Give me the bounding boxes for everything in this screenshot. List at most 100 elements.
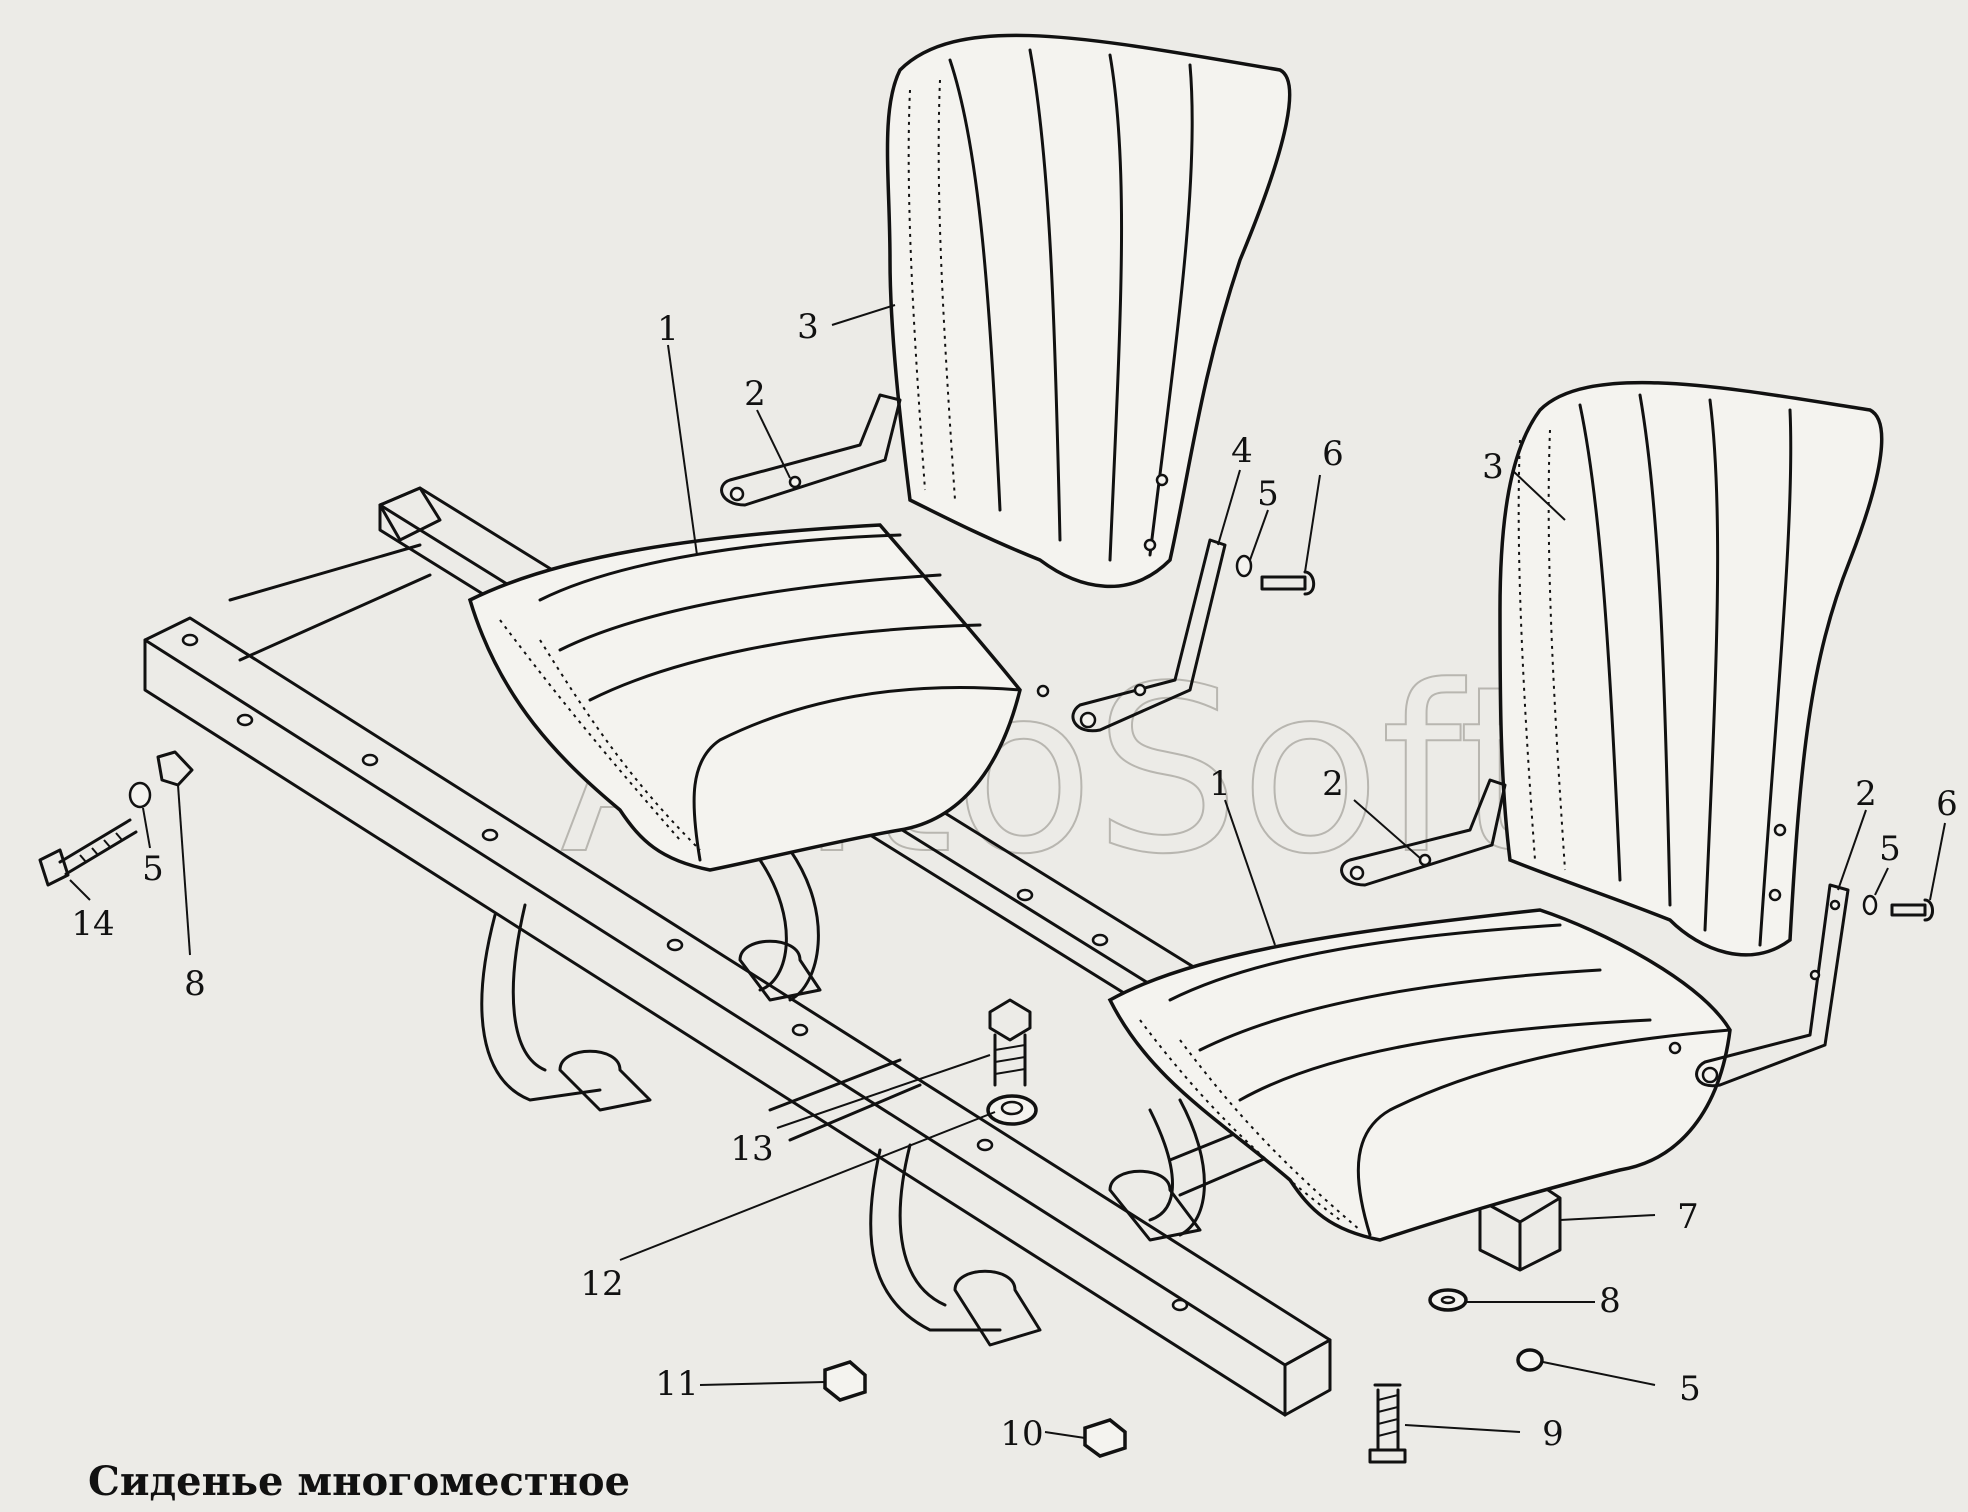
rail-hole: [791, 1023, 809, 1037]
leader-2a: [756, 409, 791, 479]
mount-hole: [1668, 1041, 1682, 1055]
callout-5: 5: [1257, 474, 1279, 514]
callout-8: 8: [184, 964, 206, 1004]
rail-holes: [181, 633, 1189, 1312]
mount-hole: [1155, 473, 1169, 487]
leader-6b: [1929, 822, 1946, 901]
washer-8a: [156, 750, 194, 787]
washer-5b: [1862, 894, 1878, 916]
callout-11: 11: [655, 1364, 698, 1404]
rail-hole: [666, 938, 684, 952]
cushion-left-stitch: [499, 619, 701, 851]
rail-hole: [1016, 888, 1034, 902]
washer-5c: [128, 781, 152, 809]
tube-mid: [768, 1058, 922, 1142]
leader-10: [1044, 1431, 1086, 1439]
leader-4a: [1217, 469, 1241, 546]
callout-4: 4: [1231, 431, 1253, 471]
mount-hole: [1079, 711, 1097, 729]
callout-2: 2: [1855, 774, 1877, 814]
rear-rail-end: [378, 486, 442, 542]
mount-hole: [1349, 865, 1365, 881]
seat-right: [1107, 380, 1884, 1242]
tube-left: [228, 543, 432, 662]
backrest-right-ribs: [1578, 393, 1793, 947]
backrest-left: [885, 33, 1292, 589]
callout-14: 14: [71, 904, 114, 944]
backrest-left-stitch: [907, 79, 956, 501]
callout-1: 1: [657, 309, 679, 349]
mount-hole: [1143, 538, 1157, 552]
bracket-2c-right: [1695, 883, 1850, 1088]
callouts: 1 2 3 4 5 6 3 1 2 2 5 6 14 5 8 13 12 7 8…: [71, 307, 1957, 1454]
clamp: [1108, 1169, 1202, 1242]
callout-1: 1: [1209, 764, 1231, 804]
leader-11: [699, 1381, 826, 1386]
clamp: [738, 939, 822, 1002]
diagram-title: Сиденье многоместное: [88, 1458, 630, 1505]
cushion-right-front: [1356, 1028, 1732, 1237]
bolt-9: [1368, 1383, 1407, 1464]
leader-2c: [1837, 809, 1867, 891]
mount-hole: [1829, 899, 1841, 911]
mount-hole: [1701, 1066, 1719, 1084]
bolt-6a: [1260, 570, 1316, 596]
leader-5a: [1249, 509, 1269, 561]
rail-hole: [976, 1138, 994, 1152]
nut-10: [1083, 1418, 1127, 1458]
leader-12: [619, 1111, 996, 1261]
mount-hole: [1036, 684, 1050, 698]
bolt-6b: [1890, 898, 1934, 922]
bolt-13-thread: [994, 1044, 1026, 1075]
bolt-14-thread: [79, 832, 123, 863]
callout-13: 13: [730, 1129, 773, 1169]
callout-2: 2: [744, 374, 766, 414]
mount-hole: [1773, 823, 1787, 837]
leader-6a: [1304, 474, 1321, 573]
clamp: [558, 1049, 652, 1112]
callout-5: 5: [1679, 1369, 1701, 1409]
backrest-right: [1498, 380, 1884, 957]
leader-1a: [667, 344, 698, 556]
rail-hole: [1091, 933, 1109, 947]
washer-12-hole: [1000, 1100, 1024, 1116]
leader-14: [69, 879, 91, 901]
backrest-left-ribs: [948, 48, 1194, 562]
front-rail-end: [1283, 1338, 1332, 1417]
leader-8a: [177, 784, 191, 956]
leader-lines: [69, 304, 1946, 1439]
leader-13: [776, 1054, 991, 1129]
callout-5: 5: [142, 849, 164, 889]
washer-5d: [1516, 1348, 1544, 1372]
callout-9: 9: [1542, 1414, 1564, 1454]
mount-hole: [1133, 683, 1147, 697]
callout-6: 6: [1322, 434, 1344, 474]
bolt-9-thread: [1377, 1394, 1399, 1437]
rail-hole: [236, 713, 254, 727]
bracket-4-left: [1071, 538, 1227, 733]
bolt-14: [38, 818, 138, 887]
callout-7: 7: [1677, 1197, 1699, 1237]
bracket-2-left: [720, 393, 902, 507]
mount-hole: [1418, 853, 1432, 867]
leader-3a: [831, 304, 896, 326]
mount-hole: [1768, 888, 1782, 902]
leader-1b: [1224, 799, 1276, 946]
callout-8: 8: [1599, 1281, 1621, 1321]
leader-9: [1404, 1424, 1521, 1433]
rail-hole: [1171, 1298, 1189, 1312]
rail-hole: [181, 633, 199, 647]
callout-3: 3: [1482, 447, 1504, 487]
washer-8b-hole: [1440, 1295, 1456, 1305]
callout-10: 10: [1000, 1414, 1043, 1454]
washer-5a: [1235, 554, 1253, 578]
seat-left: [467, 33, 1292, 872]
bolt-13: [988, 998, 1032, 1087]
mount-hole: [1809, 969, 1821, 981]
leg-right-rear: [1148, 1098, 1206, 1237]
leader-2b: [1353, 799, 1421, 859]
callout-2: 2: [1322, 764, 1344, 804]
fasteners: [38, 554, 1934, 1464]
leader-7: [1559, 1214, 1656, 1221]
